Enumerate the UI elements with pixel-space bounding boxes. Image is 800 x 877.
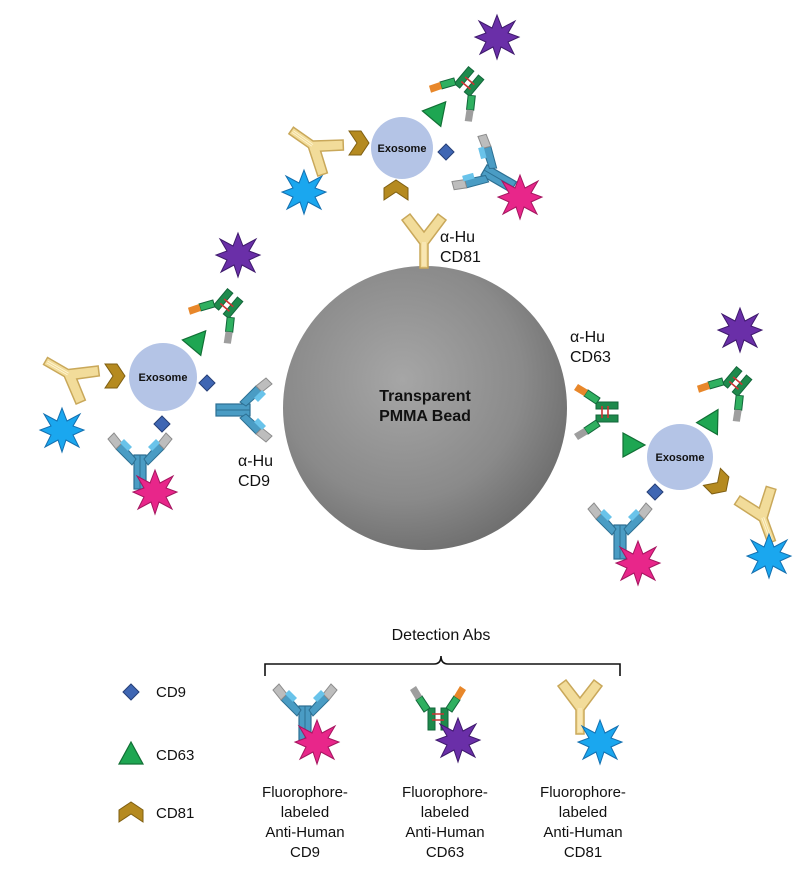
cd63-marker-top	[421, 93, 456, 127]
detection-ab-cd9-left	[107, 432, 178, 515]
caption-cd9-line1: Fluorophore-	[262, 784, 348, 801]
caption-cd63-line3: Anti-Human	[405, 824, 484, 841]
detection-ab-cd81-legend	[557, 679, 623, 765]
bead-label-line1: Transparent	[379, 388, 471, 405]
pmma-bead: Transparent PMMA Bead	[283, 266, 567, 550]
triangle-icon	[118, 741, 144, 765]
bead-label-line2: PMMA Bead	[379, 408, 471, 425]
cd63-marker-right-top	[696, 403, 729, 436]
caption-cd63-line1: Fluorophore-	[402, 784, 488, 801]
cd9-marker-right	[646, 483, 664, 501]
detection-title: Detection Abs	[392, 627, 491, 644]
cd63-marker-right-left	[622, 432, 646, 458]
legend: CD9 CD63 CD81	[118, 683, 194, 823]
detection-ab-cd9-legend	[272, 683, 340, 765]
diamond-icon	[122, 683, 140, 701]
caption-cd9-line2: labeled	[281, 804, 329, 821]
cd9-marker-left-right	[198, 374, 216, 392]
caption-cd9: Fluorophore- labeled Anti-Human CD9	[262, 784, 348, 861]
cd9-marker-left-bottom	[153, 415, 171, 433]
capture-label-cd81-line2: CD81	[440, 249, 481, 266]
detection-ab-cd81-left	[33, 341, 105, 453]
cd9-marker-top	[437, 143, 455, 161]
capture-label-cd63-line1: α-Hu	[570, 329, 605, 346]
exosome-top: Exosome	[371, 117, 433, 179]
cd63-marker-left	[181, 322, 216, 356]
cd81-marker-left	[104, 363, 126, 389]
caption-cd63: Fluorophore- labeled Anti-Human CD63	[402, 784, 488, 861]
detection-ab-cd81-right	[731, 482, 794, 579]
caption-cd63-line2: labeled	[421, 804, 469, 821]
capture-antibody-cd63	[573, 383, 619, 441]
caption-cd81-line3: Anti-Human	[543, 824, 622, 841]
chevron-icon	[118, 801, 144, 823]
caption-cd81-line2: labeled	[559, 804, 607, 821]
capture-label-cd9-line2: CD9	[238, 473, 270, 490]
caption-cd81: Fluorophore- labeled Anti-Human CD81	[540, 784, 626, 861]
caption-cd9-line3: Anti-Human	[265, 824, 344, 841]
capture-label-cd81-line1: α-Hu	[440, 229, 475, 246]
caption-cd9-line4: CD9	[290, 844, 320, 861]
exosome-left-label: Exosome	[139, 372, 188, 384]
exosome-right: Exosome	[647, 424, 713, 490]
exosome-right-label: Exosome	[656, 452, 705, 464]
caption-cd63-line4: CD63	[426, 844, 464, 861]
caption-cd81-line4: CD81	[564, 844, 602, 861]
legend-label-cd81: CD81	[156, 805, 194, 822]
exosome-left: Exosome	[129, 343, 197, 411]
detection-ab-cd81-top	[277, 111, 349, 215]
legend-label-cd9: CD9	[156, 684, 186, 701]
detection-ab-cd63-left	[184, 232, 261, 348]
capture-antibody-cd9	[215, 377, 273, 443]
detection-ab-cd9-top	[448, 130, 543, 220]
capture-label-cd63-line2: CD63	[570, 349, 611, 366]
exosome-top-label: Exosome	[378, 143, 427, 155]
detection-ab-cd63-right	[693, 307, 767, 426]
cd81-marker-top-left	[348, 130, 370, 156]
detection-ab-cd9-right	[587, 502, 661, 586]
detection-ab-cd63-legend	[409, 685, 481, 763]
cd81-marker-top-bottom	[383, 179, 409, 201]
capture-label-cd9-line1: α-Hu	[238, 453, 273, 470]
caption-cd81-line1: Fluorophore-	[540, 784, 626, 801]
legend-label-cd63: CD63	[156, 747, 194, 764]
detection-bracket	[264, 655, 621, 676]
